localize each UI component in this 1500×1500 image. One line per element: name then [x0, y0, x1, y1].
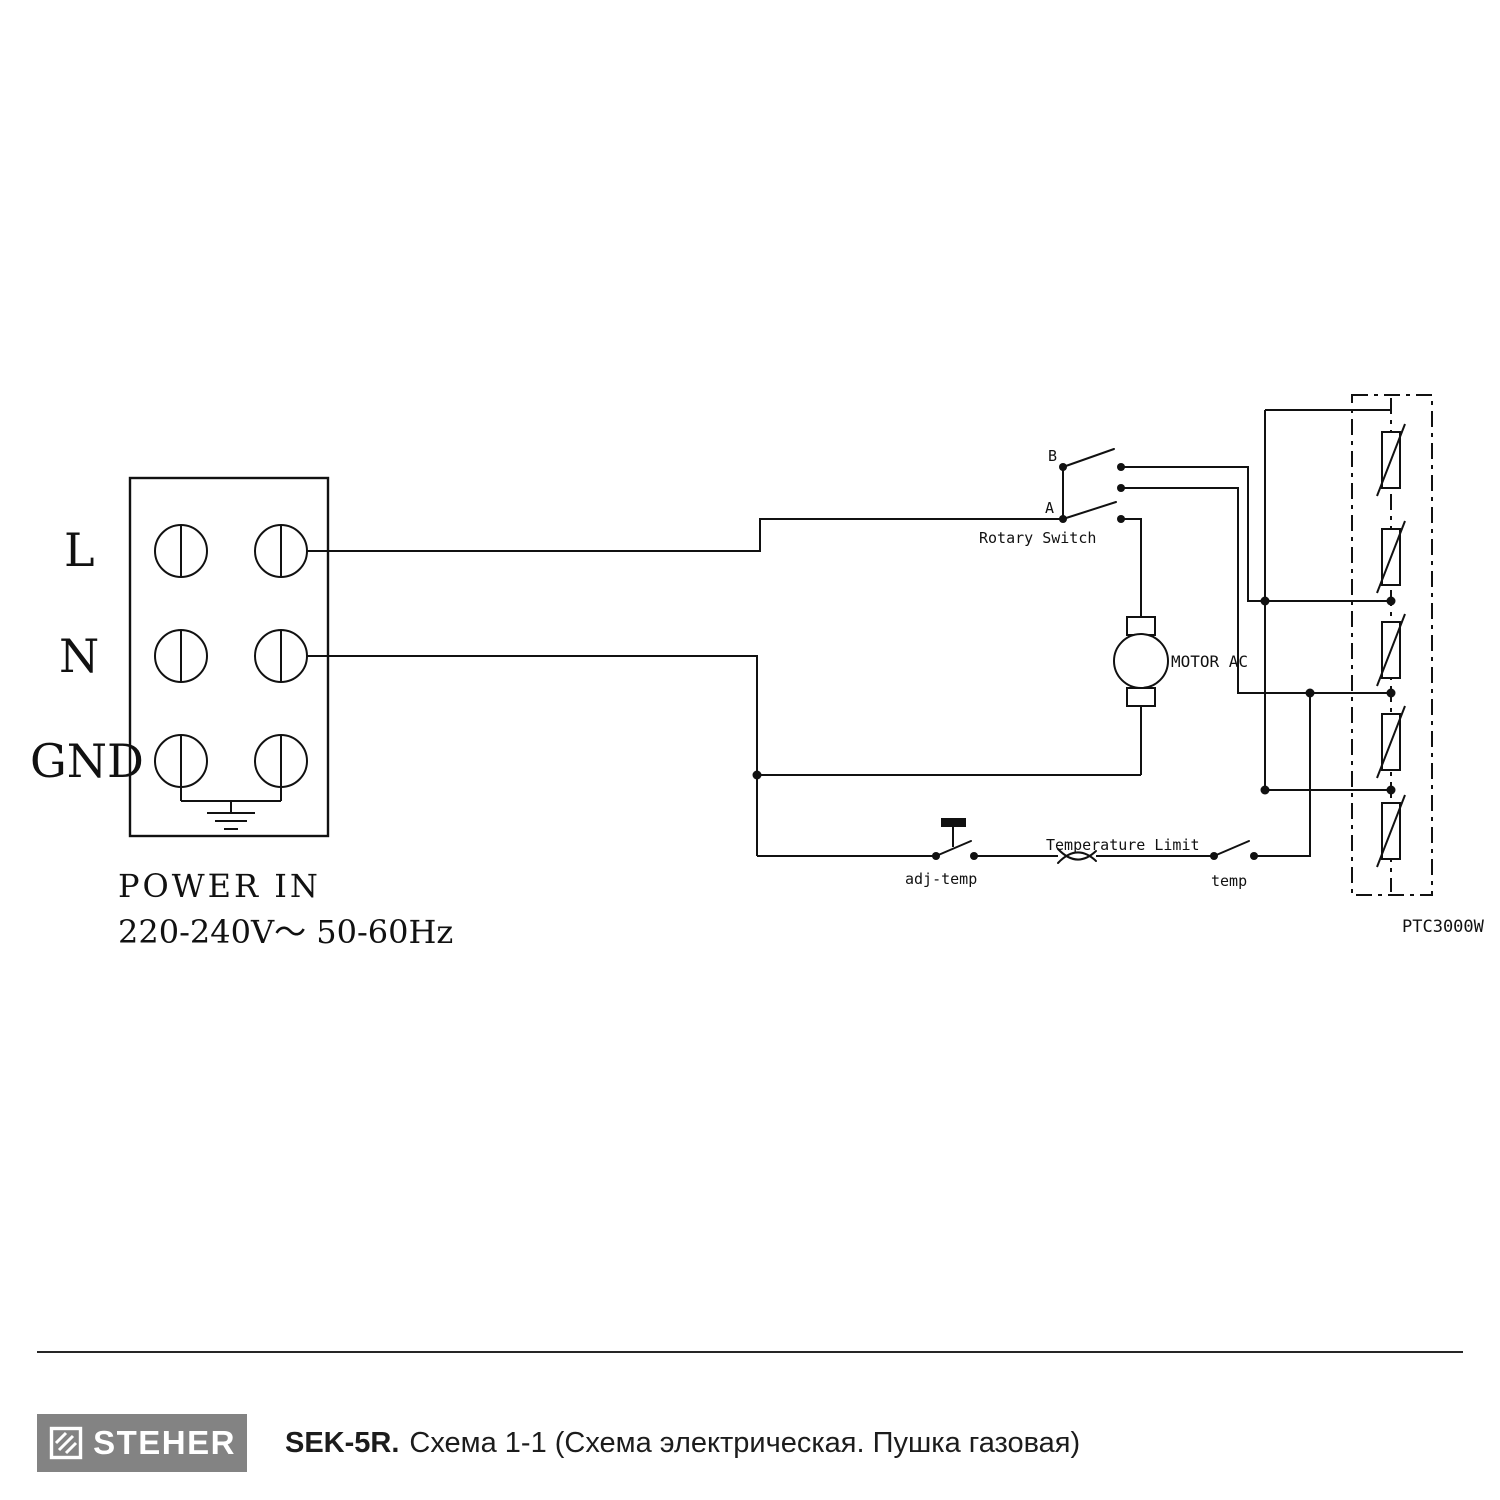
brand-name: STEHER [93, 1424, 236, 1461]
motor-brush-bottom [1126, 687, 1156, 707]
ptc-element [1376, 613, 1406, 687]
rotary-switch: B A Rotary Switch [979, 447, 1125, 547]
contact-b-label: B [1048, 447, 1057, 465]
steher-logo-icon [49, 1426, 83, 1460]
terminal-block [128, 476, 330, 838]
wire-motor-return [757, 706, 1142, 776]
wire-a-to-motor [1121, 518, 1142, 617]
temp-label: temp [1211, 872, 1247, 890]
wire-b-out-1 [1121, 466, 1391, 602]
heater-enclosure [1351, 394, 1433, 896]
footer-divider [37, 1351, 1463, 1353]
ground-wire [180, 787, 282, 813]
thermal-fuse-icon [1057, 848, 1097, 864]
caption-text: Схема 1-1 (Схема электрическая. Пушка га… [409, 1426, 1081, 1459]
wire-line-n [307, 655, 758, 856]
adj-temp-button [941, 818, 966, 827]
temperature-limit-circuit: Temperature Limit adj-temp temp [905, 818, 1258, 890]
terminal-screw [254, 629, 308, 683]
motor-label: MOTOR AC [1171, 652, 1248, 671]
terminal-screw [154, 629, 208, 683]
schematic-canvas: L N GND POWER IN 220-240V～ 50-60Hz B A R… [30, 394, 1485, 951]
terminal-label-l: L [64, 523, 95, 577]
switch-blade-b [1062, 448, 1115, 468]
terminal-screw [254, 734, 308, 788]
adj-temp-label: adj-temp [905, 870, 977, 888]
ptc-element [1376, 794, 1406, 868]
junction-dots [752, 596, 1396, 795]
heater-label: PTC3000W [1402, 917, 1485, 937]
wire-line-l [307, 518, 1063, 552]
temp-switch [1210, 840, 1258, 860]
wires [307, 409, 1391, 857]
terminal-label-gnd: GND [30, 734, 144, 788]
rotary-switch-label: Rotary Switch [979, 529, 1096, 547]
power-rating-label: 220-240V～ 50-60Hz [118, 913, 453, 951]
motor-body [1113, 633, 1169, 689]
terminal-screw [154, 734, 208, 788]
switch-blade-a [1062, 501, 1117, 520]
contact-a-label: A [1045, 499, 1054, 517]
model-number: SEK-5R. [285, 1426, 400, 1459]
temperature-limit-label: Temperature Limit [1046, 836, 1200, 854]
ptc-element [1376, 705, 1406, 779]
power-in-label: POWER IN [118, 867, 321, 905]
drawing-caption: SEK-5R. Схема 1-1 (Схема электрическая. … [285, 1414, 1080, 1472]
wire-temperature-rail [757, 693, 1311, 857]
ptc-element [1376, 520, 1406, 594]
steher-logo: STEHER [37, 1414, 247, 1472]
ptc-heater-bank: PTC3000W [1351, 394, 1485, 937]
adj-temp-switch [932, 818, 978, 860]
ptc-element [1376, 423, 1406, 497]
motor-brush-top [1126, 616, 1156, 636]
ground-icon [207, 812, 255, 830]
terminal-label-n: N [59, 629, 99, 683]
terminal-screw [154, 524, 208, 578]
motor-symbol: MOTOR AC [1113, 616, 1248, 707]
terminal-screw [254, 524, 308, 578]
